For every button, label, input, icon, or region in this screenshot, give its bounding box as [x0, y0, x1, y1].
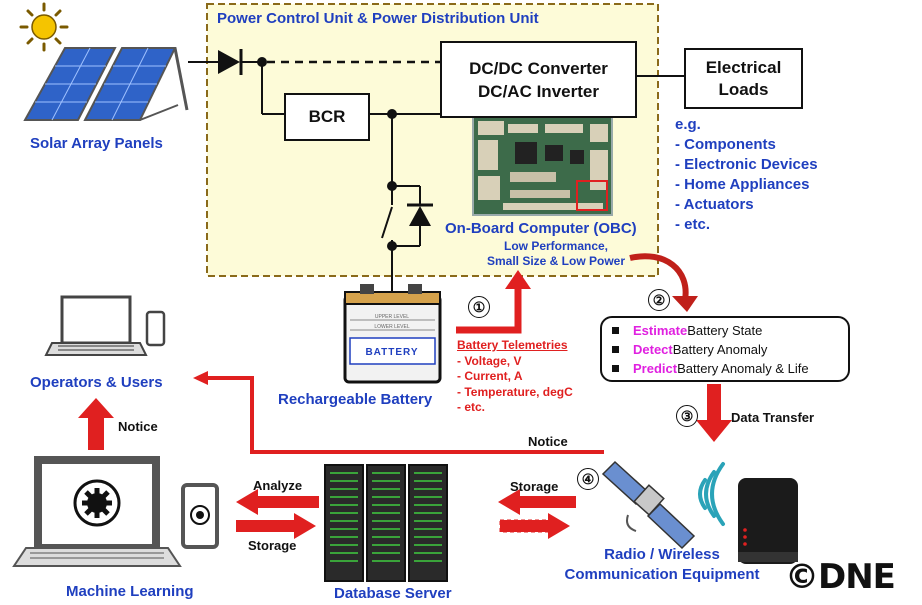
- radio-line2: Communication Equipment: [564, 566, 760, 583]
- battery-label: Rechargeable Battery: [278, 391, 433, 408]
- step-3-marker: ③: [676, 405, 698, 427]
- storage-label-right: Storage: [510, 479, 559, 494]
- battery-case-text: BATTERY: [365, 347, 418, 358]
- database-server-icon: [324, 464, 448, 582]
- obc-sub2: Small Size & Low Power: [486, 254, 626, 268]
- examples-item: - Components: [675, 136, 776, 153]
- db-label: Database Server: [334, 585, 452, 602]
- analysis-text: Battery Anomaly & Life: [677, 361, 809, 376]
- examples-item: - etc.: [675, 216, 711, 233]
- bcr-box: BCR: [284, 93, 370, 141]
- telemetry-item: - Current, A: [457, 369, 523, 383]
- notice-arrow-ops: [193, 371, 208, 385]
- storage-label-left: Storage: [248, 538, 297, 553]
- analyze-label: Analyze: [253, 478, 303, 493]
- analysis-row: Detect Battery Anomaly: [612, 340, 848, 359]
- pcu-title: Power Control Unit & Power Distribution …: [217, 10, 539, 27]
- operator-laptop-icon: [44, 295, 148, 356]
- battery-icon: UPPER LEVEL LOWER LEVEL BATTERY: [343, 284, 442, 384]
- operators-label: Operators & Users: [30, 374, 163, 391]
- step-4-marker: ④: [577, 468, 599, 490]
- radio-label: Radio / Wireless Communication Equipment: [552, 545, 772, 585]
- loads-box: Electrical Loads: [684, 48, 803, 109]
- router-icon: [738, 478, 798, 564]
- examples-item: - Actuators: [675, 196, 754, 213]
- step-2-marker: ②: [648, 289, 670, 311]
- operator-phone-icon: [145, 310, 166, 347]
- loads-line2: Loads: [718, 79, 769, 99]
- telemetry-item: - etc.: [457, 400, 486, 414]
- telemetry-title: Battery Telemetries: [457, 338, 568, 352]
- obc-subtitle: Low Performance, Small Size & Low Power: [470, 239, 642, 269]
- obc-sub1: Low Performance,: [503, 239, 609, 253]
- bullet-icon: [612, 346, 619, 353]
- telemetry-list: Battery Telemetries - Voltage, V - Curre…: [457, 338, 573, 416]
- examples-item: - Home Appliances: [675, 176, 810, 193]
- battery-upper-level-text: UPPER LEVEL: [375, 314, 409, 320]
- examples-item: - Electronic Devices: [675, 156, 818, 173]
- wireless-icon: [698, 462, 725, 526]
- storage-arrow-right-bottom: [548, 513, 570, 539]
- ml-phone-icon: [181, 483, 219, 549]
- telemetry-arrow: [505, 270, 531, 289]
- analysis-keyword: Detect: [633, 342, 673, 357]
- radio-line1: Radio / Wireless: [604, 546, 720, 563]
- storage-arrow-right-top: [498, 489, 520, 515]
- step-1-marker: ①: [468, 296, 490, 318]
- converter-line2: DC/AC Inverter: [478, 81, 599, 101]
- analysis-box: Estimate Battery State Detect Battery An…: [600, 316, 850, 382]
- notice-label-ml: Notice: [118, 419, 158, 434]
- bullet-icon: [612, 365, 619, 372]
- storage-arrow-left: [294, 513, 316, 539]
- solar-label: Solar Array Panels: [30, 135, 163, 152]
- examples-item: e.g.: [675, 116, 701, 133]
- battery-lower-level-text: LOWER LEVEL: [374, 324, 410, 330]
- telemetry-item: - Temperature, degC: [457, 384, 573, 399]
- analysis-keyword: Predict: [633, 361, 678, 376]
- bypass-diode-icon: [407, 203, 433, 226]
- ml-label: Machine Learning: [66, 583, 194, 600]
- copyright-mark: ©DNE: [785, 557, 896, 597]
- sun-icon: [19, 2, 69, 52]
- solar-panel-icon: [23, 47, 189, 121]
- analysis-text: Battery State: [687, 323, 763, 338]
- telemetry-item: - Voltage, V: [457, 353, 522, 368]
- data-transfer-label: Data Transfer: [731, 410, 815, 425]
- analysis-text: Battery Anomaly: [672, 342, 768, 357]
- analyze-arrow: [236, 489, 258, 515]
- obc-to-analysis-arrow: [629, 253, 689, 301]
- analysis-row: Predict Battery Anomaly & Life: [612, 359, 848, 378]
- converter-box: DC/DC Converter DC/AC Inverter: [440, 41, 637, 118]
- notice-arrow-ml: [78, 398, 114, 418]
- converter-line1: DC/DC Converter: [469, 58, 608, 78]
- bullet-icon: [612, 327, 619, 334]
- examples-list: e.g. - Components - Electronic Devices -…: [675, 115, 818, 235]
- switch-icon: [381, 206, 393, 239]
- satellite-icon: [601, 460, 696, 550]
- ml-laptop-icon: [12, 456, 182, 567]
- notice-label-radio: Notice: [528, 434, 568, 449]
- obc-title: On-Board Computer (OBC): [445, 220, 637, 237]
- obc-board-icon: [472, 116, 613, 216]
- data-transfer-arrow: [696, 420, 732, 442]
- analysis-keyword: Estimate: [633, 323, 688, 338]
- loads-line1: Electrical: [705, 57, 782, 77]
- analysis-row: Estimate Battery State: [612, 321, 848, 340]
- bcr-label: BCR: [308, 107, 346, 126]
